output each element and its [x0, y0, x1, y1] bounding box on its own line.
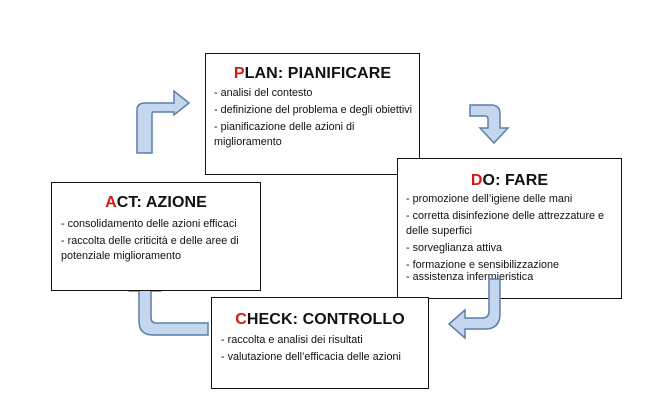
arrow-act-to-plan-icon: [136, 89, 191, 154]
act-initial: A: [105, 194, 117, 211]
plan-title: PLAN: PIANIFICARE: [206, 65, 419, 83]
check-items: - raccolta e analisi dei risultati - val…: [221, 333, 421, 367]
check-title-rest: HECK: CONTROLLO: [246, 311, 405, 328]
do-item-5: - assistenza infermieristica: [406, 271, 534, 283]
plan-title-rest: LAN: PIANIFICARE: [244, 65, 392, 82]
arrow-do-to-check-icon: [447, 278, 501, 340]
do-item-1: - promozione dell’igiene delle mani: [406, 193, 573, 205]
do-item-4: - formazione e sensibilizzazione: [406, 259, 560, 271]
check-title: CHECK: CONTROLLO: [212, 311, 428, 329]
arrow-plan-to-do-icon: [469, 104, 510, 145]
do-title: DO: FARE: [398, 172, 621, 190]
plan-item-1: - analisi del contesto: [214, 87, 313, 99]
do-item-3: - sorveglianza attiva: [406, 242, 503, 254]
do-initial: D: [470, 172, 483, 189]
plan-items: - analisi del contesto - definizione del…: [214, 86, 414, 152]
plan-initial: P: [233, 65, 245, 82]
act-title: ACT: AZIONE: [52, 194, 260, 212]
act-box: ACT: AZIONE - consolidamento delle azion…: [51, 182, 261, 291]
check-item-2: - valutazione dell’efficacia delle azion…: [221, 351, 401, 363]
do-item-2: - corretta disinfezione delle attrezzatu…: [406, 210, 605, 237]
act-title-rest: CT: AZIONE: [116, 194, 207, 211]
do-items: - promozione dell’igiene delle mani - co…: [406, 192, 618, 287]
check-box: CHECK: CONTROLLO - raccolta e analisi de…: [211, 297, 429, 389]
do-box: DO: FARE - promozione dell’igiene delle …: [397, 158, 622, 299]
act-item-2: - raccolta delle criticità e delle aree …: [61, 235, 239, 262]
plan-item-2: - definizione del problema e degli obiet…: [214, 104, 413, 116]
plan-item-3: - pianificazione delle azioni di miglior…: [214, 121, 355, 148]
act-item-1: - consolidamento delle azioni efficaci: [61, 218, 237, 230]
check-initial: C: [235, 311, 247, 328]
plan-box: PLAN: PIANIFICARE - analisi del contesto…: [205, 53, 420, 175]
do-title-rest: O: FARE: [482, 172, 549, 189]
check-item-1: - raccolta e analisi dei risultati: [221, 334, 363, 346]
act-items: - consolidamento delle azioni efficaci -…: [61, 217, 257, 266]
